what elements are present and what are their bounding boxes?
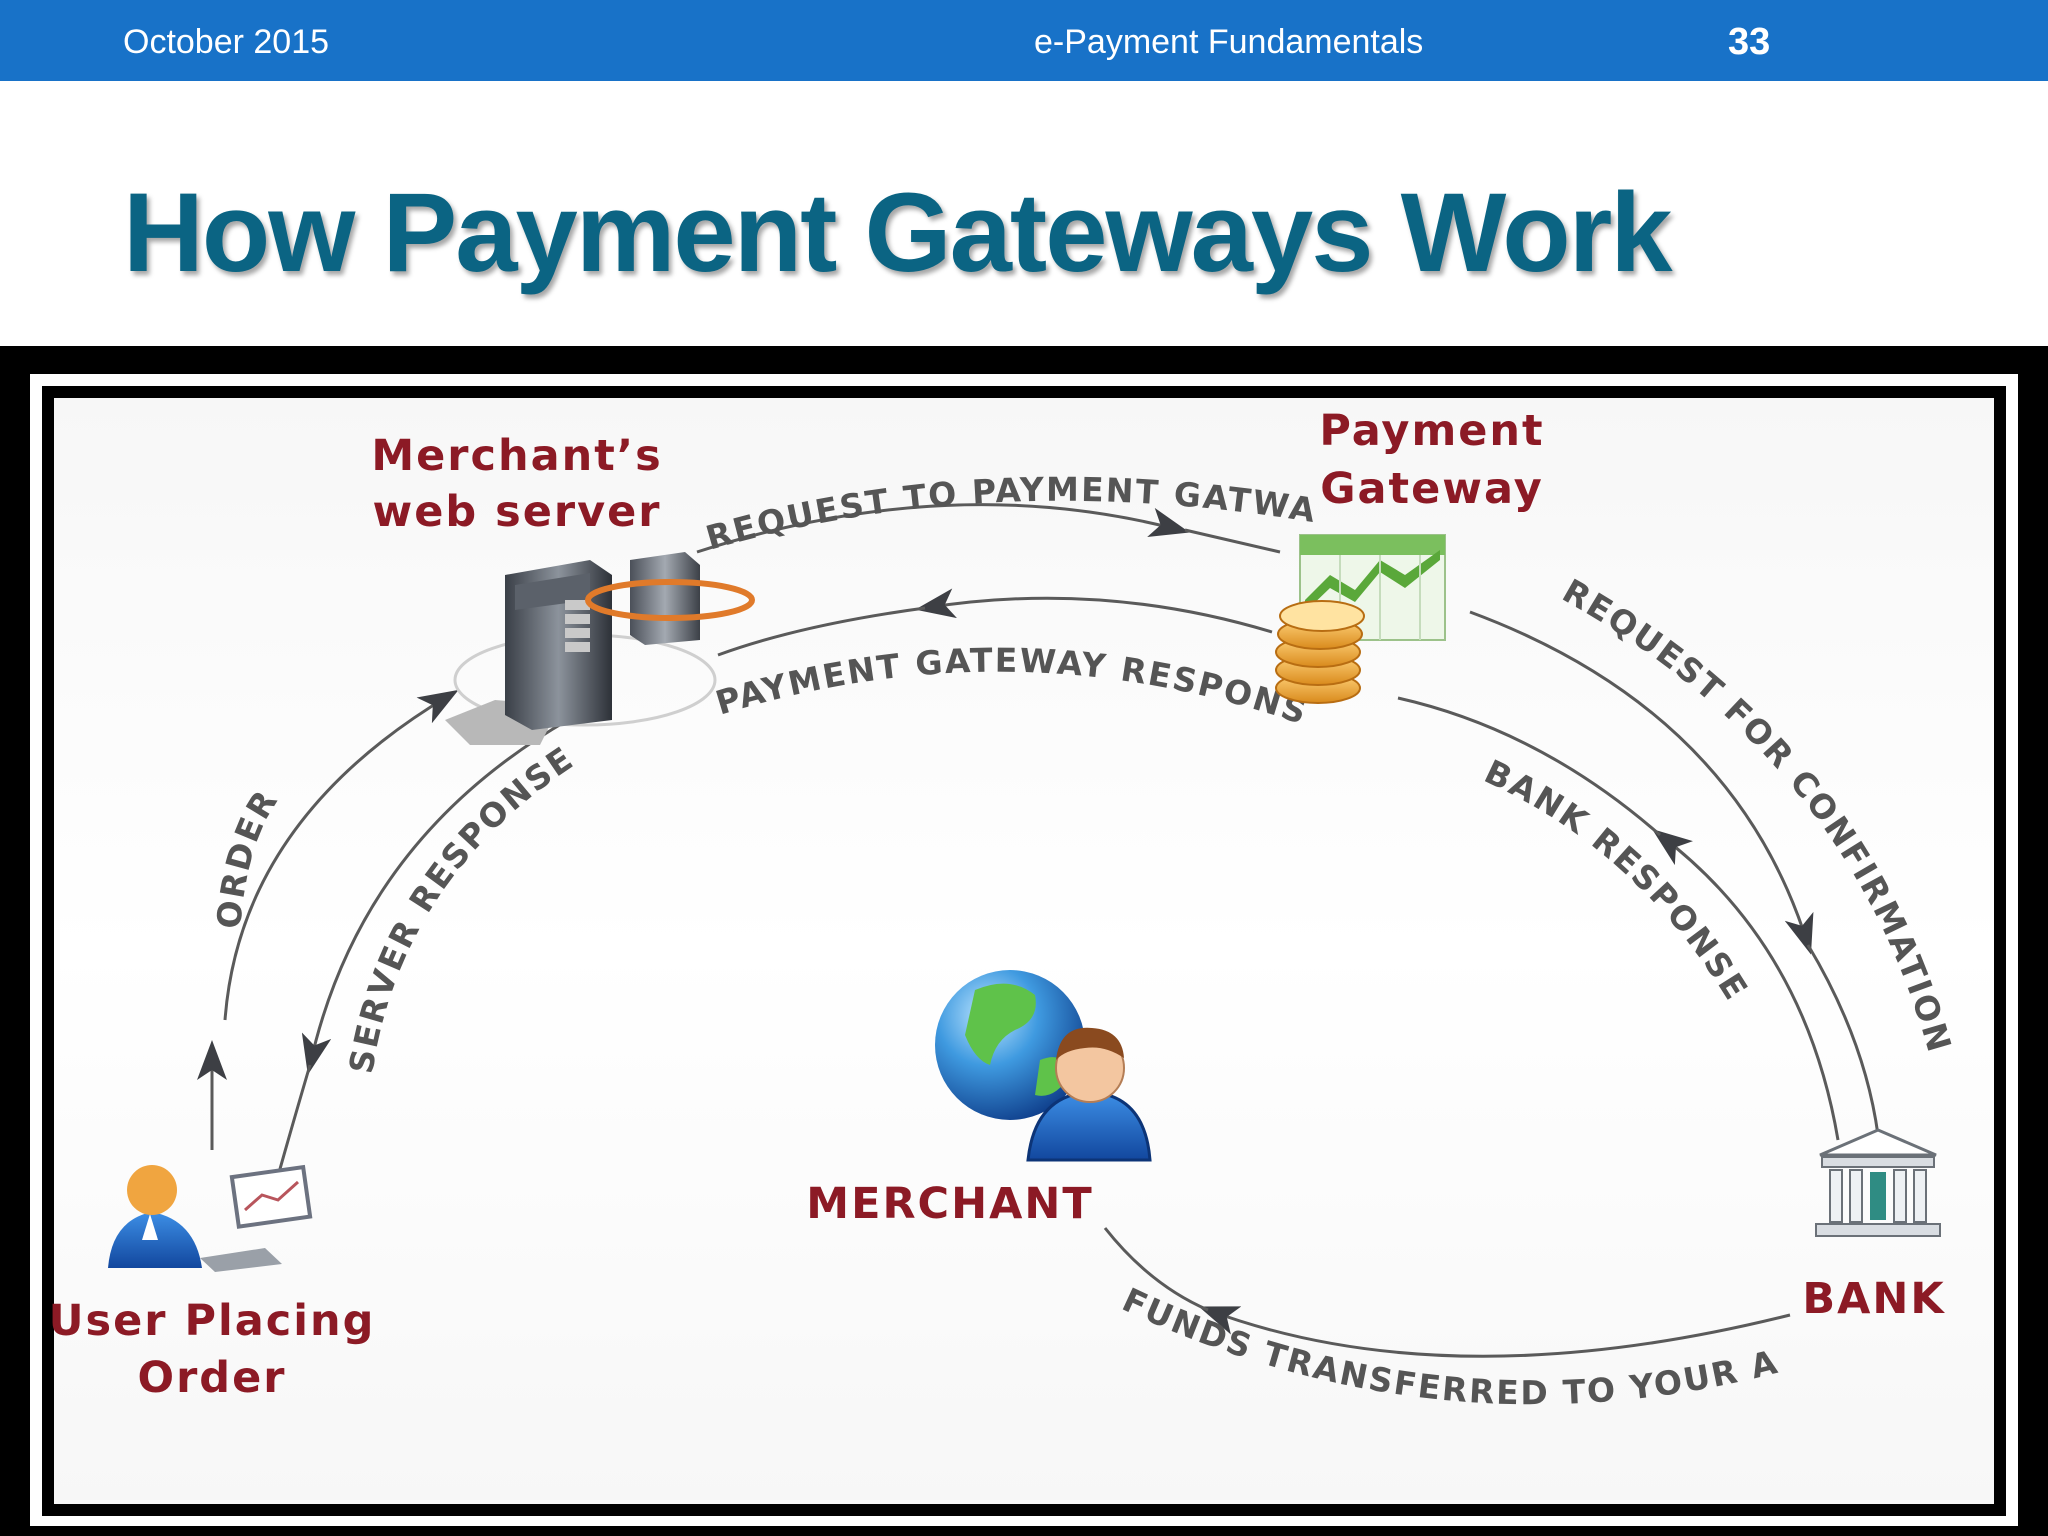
arrow-order	[223, 689, 459, 1021]
node-label-gateway-line2: Gateway	[1320, 464, 1543, 514]
bank-icon	[1815, 1128, 1941, 1237]
slide-number: 33	[1728, 21, 1771, 63]
node-label-merchant-server-line1: Merchant’s	[371, 431, 662, 481]
arrow-gateway-response-tail	[717, 606, 926, 657]
arrow-request-confirmation	[1469, 610, 1814, 955]
arrow-gateway-response	[915, 588, 1273, 634]
arrow-server-response	[301, 718, 569, 1075]
header-bar: October 2015 e-Payment Fundamentals 33	[0, 0, 2048, 81]
arrow-request-to-gateway-tail	[1184, 528, 1281, 554]
gateway-chart-icon	[1299, 534, 1446, 641]
node-label-gateway-line1: Payment	[1319, 406, 1544, 456]
laptop-icon	[200, 1164, 313, 1272]
slide-title: How Payment Gateways Work	[123, 170, 1673, 295]
header-date: October 2015	[123, 23, 330, 61]
node-label-merchant-server-line2: web server	[372, 487, 661, 537]
arrow-funds-transferred-tail	[1103, 1227, 1209, 1312]
arrow-bank-response	[1652, 828, 1840, 1141]
node-label-user-line2: Order	[138, 1353, 287, 1403]
node-label-bank: BANK	[1802, 1274, 1945, 1324]
diagram-canvas	[54, 398, 1994, 1504]
node-label-merchant: MERCHANT	[806, 1179, 1093, 1229]
merchant-person-icon	[1026, 1027, 1152, 1162]
user-icon	[108, 1165, 202, 1268]
node-label-user-line1: User Placing	[49, 1296, 376, 1346]
server-icon	[445, 552, 755, 745]
arrow-funds-transferred	[1198, 1306, 1791, 1358]
arrow-bank-response-tail	[1397, 696, 1661, 837]
arrow-request-to-gateway	[696, 503, 1190, 554]
header-title: e-Payment Fundamentals	[1034, 23, 1424, 61]
arrow-request-confirmation-tail	[1806, 944, 1880, 1136]
coins-icon	[1275, 600, 1365, 704]
